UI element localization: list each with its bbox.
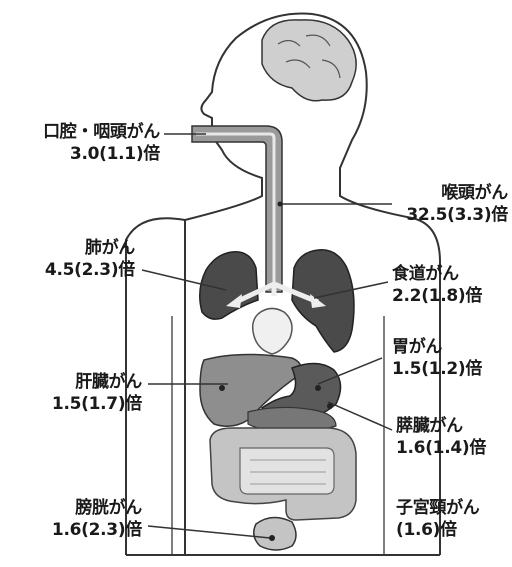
label-bladder: 膀胱がん 1.6(2.3)倍 bbox=[20, 497, 142, 541]
label-pancreas: 膵臓がん 1.6(1.4)倍 bbox=[396, 415, 508, 459]
label-esophagus: 食道がん 2.2(1.8)倍 bbox=[392, 263, 508, 307]
lung-right bbox=[292, 250, 354, 352]
label-stomach-name: 胃がん bbox=[392, 336, 508, 358]
label-cervix: 子宮頸がん (1.6)倍 bbox=[396, 497, 508, 541]
label-lung-name: 肺がん bbox=[20, 237, 135, 259]
bladder bbox=[254, 517, 296, 550]
label-stomach-value: 1.5(1.2)倍 bbox=[392, 358, 508, 380]
label-larynx: 喉頭がん 32.5(3.3)倍 bbox=[380, 182, 508, 226]
label-oral-pharynx-name: 口腔・咽頭がん bbox=[0, 121, 160, 143]
label-stomach: 胃がん 1.5(1.2)倍 bbox=[392, 336, 508, 380]
label-esophagus-value: 2.2(1.8)倍 bbox=[392, 285, 508, 307]
label-liver-name: 肝臓がん bbox=[20, 371, 142, 393]
heart bbox=[253, 308, 292, 354]
label-cervix-name: 子宮頸がん bbox=[396, 497, 508, 519]
label-cervix-value: (1.6)倍 bbox=[396, 519, 508, 541]
label-oral-pharynx-value: 3.0(1.1)倍 bbox=[0, 143, 160, 165]
label-lung-value: 4.5(2.3)倍 bbox=[20, 259, 135, 281]
brain bbox=[262, 20, 356, 101]
label-oral-pharynx: 口腔・咽頭がん 3.0(1.1)倍 bbox=[0, 121, 160, 165]
label-pancreas-name: 膵臓がん bbox=[396, 415, 508, 437]
small-intestine bbox=[240, 448, 334, 494]
label-larynx-name: 喉頭がん bbox=[380, 182, 508, 204]
label-bladder-name: 膀胱がん bbox=[20, 497, 142, 519]
label-larynx-value: 32.5(3.3)倍 bbox=[380, 204, 508, 226]
label-esophagus-name: 食道がん bbox=[392, 263, 508, 285]
label-liver: 肝臓がん 1.5(1.7)倍 bbox=[20, 371, 142, 415]
label-bladder-value: 1.6(2.3)倍 bbox=[20, 519, 142, 541]
label-liver-value: 1.5(1.7)倍 bbox=[20, 393, 142, 415]
label-pancreas-value: 1.6(1.4)倍 bbox=[396, 437, 508, 459]
label-lung: 肺がん 4.5(2.3)倍 bbox=[20, 237, 135, 281]
